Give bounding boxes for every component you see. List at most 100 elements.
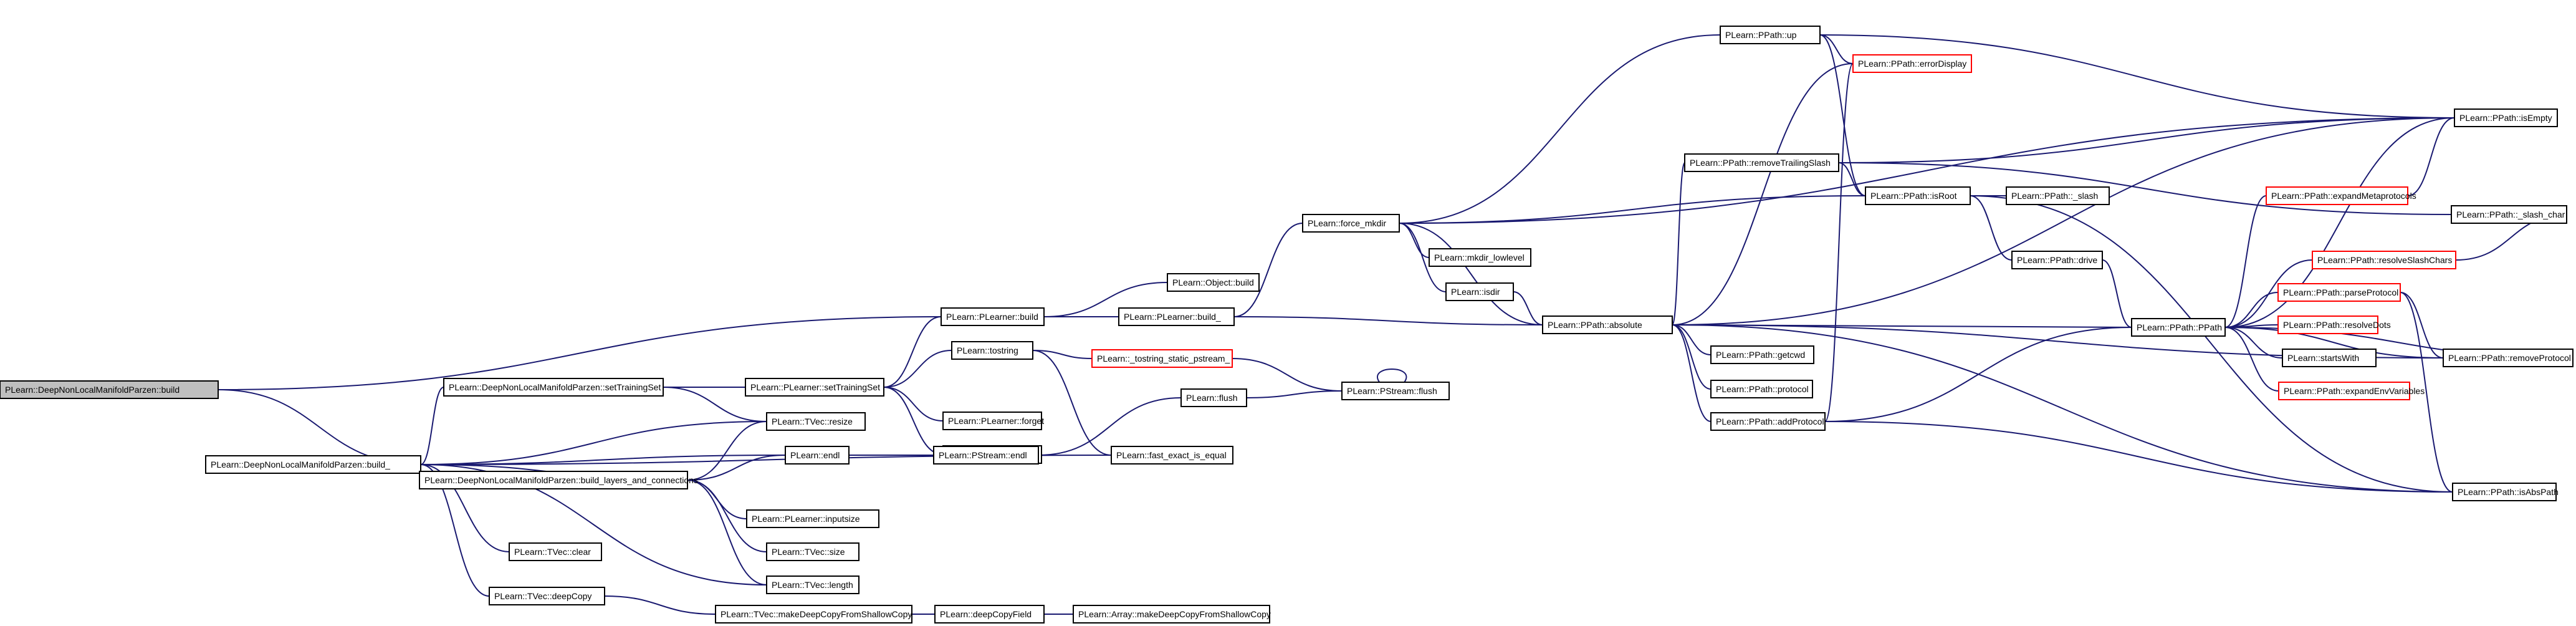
node-pstream-flush[interactable]: PLearn::PStream::flush (1341, 382, 1450, 400)
node-tvec-length[interactable]: PLearn::TVec::length (766, 575, 859, 594)
node-isdir[interactable]: PLearn::isdir (1445, 282, 1514, 301)
call-edge-tostring-to-fast_exact (1032, 350, 1112, 456)
node-plearner-setTrainingSet[interactable]: PLearn::PLearner::setTrainingSet (745, 378, 884, 397)
node-build-layers[interactable]: PLearn::DeepNonLocalManifoldParzen::buil… (419, 471, 698, 489)
call-edge-ppath_up-to-isRoot (1819, 34, 1866, 196)
node-plearner-forget[interactable]: PLearn::PLearner::forget (942, 412, 1044, 430)
node-box (2443, 349, 2574, 367)
node--slash[interactable]: PLearn::PPath::_slash (2006, 186, 2110, 205)
node-root[interactable]: PLearn::DeepNonLocalManifoldParzen::buil… (0, 380, 219, 399)
node-absolute[interactable]: PLearn::PPath::absolute (1542, 315, 1673, 334)
node-flush[interactable]: PLearn::flush (1180, 388, 1247, 407)
node-label: PLearn::PPath::removeTrailingSlash (1690, 158, 1831, 168)
node-isAbsPath[interactable]: PLearn::PPath::isAbsPath (2452, 483, 2559, 501)
node-tvec-resize[interactable]: PLearn::TVec::resize (766, 412, 866, 431)
node-ppath-up[interactable]: PLearn::PPath::up (1720, 26, 1821, 44)
node-label: PLearn::PPath::_slash_char (2456, 209, 2565, 219)
node-setTrainingSet[interactable]: PLearn::DeepNonLocalManifoldParzen::setT… (443, 378, 664, 397)
node-inputsize[interactable]: PLearn::PLearner::inputsize (746, 509, 879, 528)
node-addProtocol[interactable]: PLearn::PPath::addProtocol (1710, 412, 1826, 431)
call-edge-addProtocol-to-ppath_ctor (1824, 327, 2132, 422)
node--slash-char[interactable]: PLearn::PPath::_slash_char (2451, 205, 2567, 224)
node-box (1684, 153, 1839, 172)
call-edge-absolute-to-isAbsPath (1672, 324, 2453, 493)
node-box (2006, 186, 2110, 205)
node-expandEnvVariables[interactable]: PLearn::PPath::expandEnvVariables (2278, 382, 2425, 400)
node-label: PLearn::PStream::endl (939, 450, 1027, 460)
node-box (1865, 186, 1971, 205)
call-graph-edges (218, 34, 2574, 615)
node-box (2452, 483, 2557, 501)
node-errorDisplay[interactable]: PLearn::PPath::errorDisplay (1852, 54, 1972, 73)
node-resolveSlashChars[interactable]: PLearn::PPath::resolveSlashChars (2312, 251, 2456, 269)
call-edge-force_mkdir-to-isdir (1399, 223, 1447, 292)
node-box (951, 341, 1033, 360)
node-label: PLearn::endl (790, 450, 840, 460)
node-resolveDots[interactable]: PLearn::PPath::resolveDots (2277, 315, 2391, 334)
node-array-makeDeepCopy[interactable]: PLearn::Array::makeDeepCopyFromShallowCo… (1073, 605, 1271, 624)
call-edge-build_layers-to-endl (687, 455, 786, 481)
node-label: PLearn::PLearner::build_ (1124, 312, 1221, 322)
node-force-mkdir[interactable]: PLearn::force_mkdir (1302, 214, 1400, 233)
node-box (766, 575, 859, 594)
node-startsWith[interactable]: PLearn::startsWith (2282, 349, 2377, 367)
node-removeTrailingSlash[interactable]: PLearn::PPath::removeTrailingSlash (1684, 153, 1839, 172)
node-build-[interactable]: PLearn::DeepNonLocalManifoldParzen::buil… (205, 455, 421, 474)
node-box (2011, 251, 2103, 269)
node-box (1720, 26, 1821, 44)
node-box (1852, 54, 1972, 73)
node-tvec-makeDeepCopy[interactable]: PLearn::TVec::makeDeepCopyFromShallowCop… (715, 605, 912, 624)
node-box (1429, 248, 1531, 267)
node-plearner-build[interactable]: PLearn::PLearner::build (941, 307, 1045, 326)
node-box (205, 455, 421, 474)
node-box (1111, 446, 1233, 465)
node-drive[interactable]: PLearn::PPath::drive (2011, 251, 2103, 269)
node-box (785, 446, 850, 465)
call-edge-root-to-build_ (218, 389, 421, 465)
node-endl[interactable]: PLearn::endl (785, 446, 850, 465)
node-box (0, 380, 219, 399)
node-parseProtocol[interactable]: PLearn::PPath::parseProtocol (2277, 283, 2401, 302)
call-edge-build_layers-to-tvec_length (687, 479, 767, 585)
node-tostring[interactable]: PLearn::tostring (951, 341, 1033, 360)
node-label: PLearn::PPath::PPath (2137, 322, 2222, 332)
node-ppath-ctor[interactable]: PLearn::PPath::PPath (2131, 318, 2226, 337)
call-edge-plearner_setTrainingSet-to-plearner_build (883, 316, 942, 388)
node-tvec-size[interactable]: PLearn::TVec::size (766, 542, 859, 561)
node-box (1542, 315, 1673, 334)
node-tvec-deepCopy[interactable]: PLearn::TVec::deepCopy (489, 587, 605, 605)
call-edge-ppath_ctor-to-parseProtocol (2224, 292, 2279, 328)
call-edge-absolute-to-errorDisplay (1672, 63, 1854, 325)
node-label: PLearn::mkdir_lowlevel (1434, 253, 1525, 262)
node-plearner-build-[interactable]: PLearn::PLearner::build_ (1118, 307, 1235, 326)
node-fast-exact[interactable]: PLearn::fast_exact_is_equal (1111, 446, 1233, 465)
node-tvec-clear[interactable]: PLearn::TVec::clear (509, 542, 602, 561)
node-object-build[interactable]: PLearn::Object::build (1167, 273, 1260, 292)
node-label: PLearn::fast_exact_is_equal (1116, 450, 1227, 460)
node-box (2266, 186, 2408, 205)
node-deepCopyField[interactable]: PLearn::deepCopyField (934, 605, 1045, 624)
node-isRoot[interactable]: PLearn::PPath::isRoot (1865, 186, 1971, 205)
node-box (1167, 273, 1260, 292)
node-expandMetaprotocols[interactable]: PLearn::PPath::expandMetaprotocols (2266, 186, 2416, 205)
node-label: PLearn::PPath::parseProtocol (2283, 287, 2398, 297)
call-edge-ppath_ctor-to-expandMetaprotocols (2224, 195, 2267, 328)
node-isEmpty[interactable]: PLearn::PPath::isEmpty (2454, 108, 2558, 127)
node-box (941, 307, 1045, 326)
node-tostring-static[interactable]: PLearn::_tostring_static_pstream_ (1091, 349, 1233, 368)
node-pstream-endl[interactable]: PLearn::PStream::endl (933, 446, 1039, 465)
node-box (443, 378, 664, 397)
call-edge-absolute-to-addProtocol (1672, 324, 1712, 422)
node-protocol[interactable]: PLearn::PPath::protocol (1710, 380, 1813, 398)
node-box (2277, 315, 2378, 334)
call-edge-isRoot-to-isAbsPath (1970, 195, 2453, 493)
call-edge-plearner_setTrainingSet-to-tostring (883, 350, 952, 388)
node-mkdir-lowlevel[interactable]: PLearn::mkdir_lowlevel (1429, 248, 1531, 267)
node-removeProtocol[interactable]: PLearn::PPath::removeProtocol (2443, 349, 2574, 367)
node-label: PLearn::PPath::resolveDots (2283, 320, 2391, 330)
node-label: PLearn::PPath::isAbsPath (2458, 487, 2559, 497)
node-box (1341, 382, 1450, 400)
call-edge-drive-to-ppath_ctor (2102, 259, 2132, 328)
node-label: PLearn::TVec::makeDeepCopyFromShallowCop… (721, 609, 912, 619)
node-getcwd[interactable]: PLearn::PPath::getcwd (1710, 345, 1814, 364)
